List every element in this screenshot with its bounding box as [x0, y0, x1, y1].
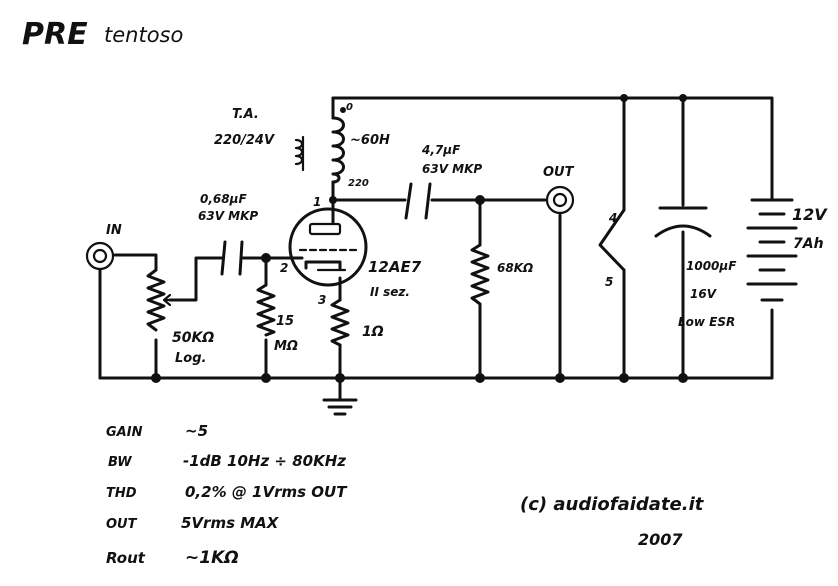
filter-capacitor: [654, 206, 712, 238]
circuit-wires: [98, 96, 774, 400]
transformer-pin-top: 0: [346, 102, 353, 113]
input-cap-rating: 63V MKP: [198, 209, 258, 223]
cathode-resistor-value: 1Ω: [362, 324, 384, 340]
filter-cap-esr: Low ESR: [678, 315, 735, 329]
junction-dots: [151, 94, 688, 383]
power-switch: [598, 208, 626, 272]
output-cap-rating: 63V MKP: [422, 162, 482, 176]
transformer-label-1: T.A.: [232, 107, 259, 122]
output-cap-value: 4,7μF: [421, 143, 461, 157]
title-sub: tentoso: [104, 23, 183, 47]
spec-key-thd: THD: [106, 486, 137, 501]
switch-pin-4: 4: [608, 211, 617, 225]
tube-type: 12AE7: [368, 258, 422, 276]
spec-value-out: 5Vrms MAX: [181, 514, 280, 532]
credit-site: (c) audiofaidate.it: [520, 494, 705, 515]
transformer-label-2: 220/24V: [214, 133, 275, 148]
spec-value-gain: ~5: [185, 422, 208, 440]
filter-cap-voltage: 16V: [690, 287, 718, 301]
title-main: PRE: [22, 17, 88, 52]
specs-table: GAIN ~5 BW -1dB 10Hz ÷ 80KHz THD 0,2% @ …: [106, 422, 348, 568]
spec-value-rout: ~1KΩ: [185, 548, 239, 568]
pot-taper: Log.: [175, 351, 206, 366]
load-resistor: [470, 243, 490, 306]
spec-key-out: OUT: [106, 517, 138, 532]
input-label: IN: [106, 223, 122, 238]
output-coupling-capacitor: [404, 182, 432, 220]
input-jack: [85, 241, 115, 271]
pot-value: 50KΩ: [172, 330, 214, 346]
spec-key-gain: GAIN: [106, 425, 143, 440]
grid-resistor: [256, 283, 276, 337]
spec-key-rout: Rout: [106, 549, 146, 567]
transformer-pin: 220: [348, 178, 369, 189]
output-jack: [545, 185, 575, 215]
cathode-resistor: [330, 298, 350, 347]
output-label: OUT: [543, 165, 575, 180]
switch-pin-5: 5: [605, 275, 613, 289]
credit-year: 2007: [638, 530, 683, 549]
battery-voltage: 12V: [792, 205, 828, 224]
transformer-choke: [294, 116, 345, 184]
filter-cap-value: 1000μF: [686, 259, 737, 273]
spec-value-bw: -1dB 10Hz ÷ 80KHz: [183, 452, 346, 470]
pin-cathode: 3: [318, 293, 326, 307]
tube-12ae7: [288, 207, 368, 287]
grid-resistor-value: 15: [276, 314, 294, 329]
potentiometer: [146, 268, 184, 332]
ground-symbol: [322, 398, 358, 416]
tube-section: II sez.: [370, 285, 410, 299]
load-resistor-value: 68KΩ: [497, 261, 533, 275]
battery-capacity: 7Ah: [793, 236, 824, 252]
spec-key-bw: BW: [108, 455, 132, 470]
pin-plate: 1: [313, 195, 321, 209]
battery: [746, 198, 798, 302]
transformer-inductance: ~60H: [350, 133, 390, 148]
input-cap-value: 0,68μF: [200, 192, 247, 206]
pin-grid: 2: [280, 261, 288, 275]
input-coupling-capacitor: [220, 240, 244, 276]
spec-value-thd: 0,2% @ 1Vrms OUT: [185, 483, 348, 501]
grid-resistor-unit: MΩ: [274, 339, 298, 354]
